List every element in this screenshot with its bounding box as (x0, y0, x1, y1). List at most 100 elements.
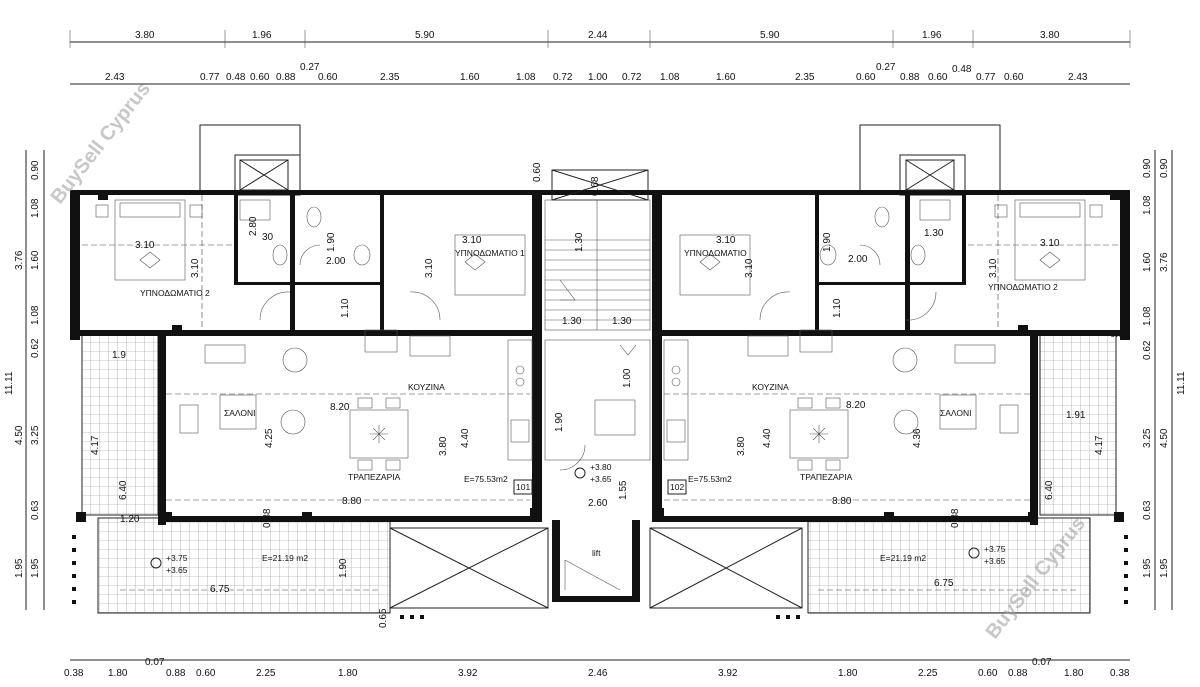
dim-ter2-left: 6.40 (118, 480, 129, 500)
dim-top2-8: 1.60 (460, 72, 480, 83)
dim-living-w-left: 8.20 (330, 402, 350, 413)
dim-top2-12: 0.72 (622, 72, 642, 83)
dim-t033-right: 0.33 (1110, 329, 1130, 340)
dim-top2-17: 0.27 (876, 62, 896, 73)
room-label-bedroom2-left: ΥΠΝΟΔΩΜΑΤΙΟ 2 (140, 288, 210, 298)
level-ver-left-a: +3.75 (166, 553, 188, 563)
dim-wc-h-left: 2.80 (248, 216, 259, 236)
area-veranda-right: E=21.19 m2 (880, 553, 926, 563)
room-label-dining-left: ΤΡΑΠΕΖΑΡΙΑ (348, 472, 401, 482)
dim-top2-1: 0.77 (200, 72, 220, 83)
dim-bed-w-mid-right: 3.10 (716, 235, 736, 246)
bottom-dimension-chain: 0.38 1.80 0.07 0.88 0.60 2.25 1.80 3.92 … (64, 657, 1130, 679)
dim-din-h-right: 3.80 (736, 436, 747, 456)
dim-top2-6: 0.60 (318, 72, 338, 83)
dim-top2-0: 2.43 (105, 72, 125, 83)
dim-left-10: 1.95 (30, 558, 41, 578)
level-marker-veranda-right: +3.75 +3.65 (968, 544, 1006, 566)
top-dimension-row-1: 3.80 1.96 5.90 2.44 5.90 1.96 3.80 (69, 30, 1131, 48)
room-label-dining-right: ΤΡΑΠΕΖΑΡΙΑ (800, 472, 853, 482)
dim-st130-a: 1.30 (562, 316, 582, 327)
dim-top2-23: 2.43 (1068, 72, 1088, 83)
dim-ter-h-left: 4.17 (90, 435, 101, 455)
dim-top1-3: 2.44 (588, 30, 608, 41)
area-apt-left: E=75.53m2 (464, 474, 508, 484)
dim-st130-b: 1.30 (612, 316, 632, 327)
dim-left-0: 0.90 (30, 160, 41, 180)
dim-right-9: 4.50 (1159, 428, 1170, 448)
right-dimension-chain: 0.90 0.90 1.08 3.76 1.60 1.08 0.62 11.11… (1142, 150, 1187, 610)
dim-left-2: 1.60 (30, 250, 41, 270)
exterior-walls (70, 190, 1130, 602)
dim-st260: 2.60 (588, 498, 608, 509)
dim-top2-21: 0.77 (976, 72, 996, 83)
dim-right-6: 0.62 (1142, 340, 1153, 360)
unit-number-right: 102 (667, 479, 687, 495)
tiled-verandas (81, 334, 1117, 614)
dim-living-w-right: 8.20 (846, 400, 866, 411)
dim-top2-18: 0.88 (900, 72, 920, 83)
dim-top1-2: 5.90 (415, 30, 435, 41)
dim-bot-3: 0.88 (166, 668, 186, 679)
dim-v-w-left: 6.75 (210, 584, 230, 595)
interior-walls (234, 195, 966, 330)
dim-bot-7: 3.92 (458, 668, 478, 679)
dim-bath-h-right: 1.90 (822, 232, 833, 252)
dim-30-left: 30 (262, 232, 274, 243)
dim-st130-top: 1.30 (574, 232, 585, 252)
dim-right-11: 1.95 (1142, 558, 1153, 578)
area-veranda-left: E=21.19 m2 (262, 553, 308, 563)
dim-t038-right: 0.38 (950, 508, 961, 528)
room-label-bedroom1-left: ΥΠΝΟΔΩΜΑΤΙΟ 1 (455, 248, 525, 258)
dim-right-5: 1.08 (1142, 306, 1153, 326)
dim-top2-3: 0.60 (250, 72, 270, 83)
dim-right-0: 0.90 (1142, 158, 1153, 178)
dim-bot-11: 2.25 (918, 668, 938, 679)
dim-right-7: 11.11 (1176, 371, 1187, 395)
veranda-posts (72, 190, 1128, 619)
dim-top2-4: 0.88 (276, 72, 296, 83)
level-ver-right-a: +3.75 (984, 544, 1006, 554)
dim-top2-15: 2.35 (795, 72, 815, 83)
dim-left-3: 3.76 (14, 250, 25, 270)
kitchen-counters (409, 335, 789, 461)
area-apt-right: E=75.53m2 (688, 474, 732, 484)
level-ver-right-b: +3.65 (984, 556, 1006, 566)
dim-right-12: 1.95 (1159, 558, 1170, 578)
level-stair-a: +3.80 (590, 462, 612, 472)
dim-top2-13: 1.08 (660, 72, 680, 83)
dim-right-2: 1.08 (1142, 195, 1153, 215)
room-label-kitchen-left: ΚΟΥΖΙΝΑ (408, 382, 445, 392)
dim-bot-10: 1.80 (838, 668, 858, 679)
dim-st190: 1.90 (554, 412, 565, 432)
dim-bed-h-left: 3.10 (190, 258, 201, 278)
dim-left-1: 1.08 (30, 198, 41, 218)
dim-kit-h-left: 4.40 (460, 428, 471, 448)
dim-bot-15: 1.80 (1064, 668, 1084, 679)
room-label-kitchen-right: ΚΟΥΖΙΝΑ (752, 382, 789, 392)
dim-w120-left: 1.20 (120, 514, 140, 525)
dim-ter2-right: 6.40 (1044, 480, 1055, 500)
dim-w191-right: 1.91 (1066, 410, 1086, 421)
dim-top2-10: 0.72 (553, 72, 573, 83)
dim-top1-5: 1.96 (922, 30, 942, 41)
dim-left-11: 1.95 (14, 558, 25, 578)
dim-t060: 0.60 (532, 162, 543, 182)
dim-top2-9: 1.08 (516, 72, 536, 83)
dim-top2-14: 1.60 (716, 72, 736, 83)
dim-v-h-left: 1.90 (338, 558, 349, 578)
dim-bot-6: 1.80 (338, 668, 358, 679)
inner-dimensions: 3.10 3.10 3.10 3.10 3.10 3.10 3.10 3.10 … (90, 162, 1130, 628)
dim-right-4: 1.60 (1142, 252, 1153, 272)
unit-102: 102 (670, 482, 684, 492)
unit-101: 101 (516, 482, 530, 492)
dim-t065: 0.65 (378, 608, 389, 628)
dim-living-h-left: 4.25 (264, 428, 275, 448)
dim-left-5: 0.62 (30, 338, 41, 358)
watermark-top-left: BuySell Cyprus (47, 78, 155, 208)
dim-right-10: 0.63 (1142, 500, 1153, 520)
dim-bot-13: 0.88 (1008, 668, 1028, 679)
dim-top1-1: 1.96 (252, 30, 272, 41)
dim-bath-w-left: 2.00 (326, 256, 346, 267)
dim-left-4: 1.08 (30, 305, 41, 325)
